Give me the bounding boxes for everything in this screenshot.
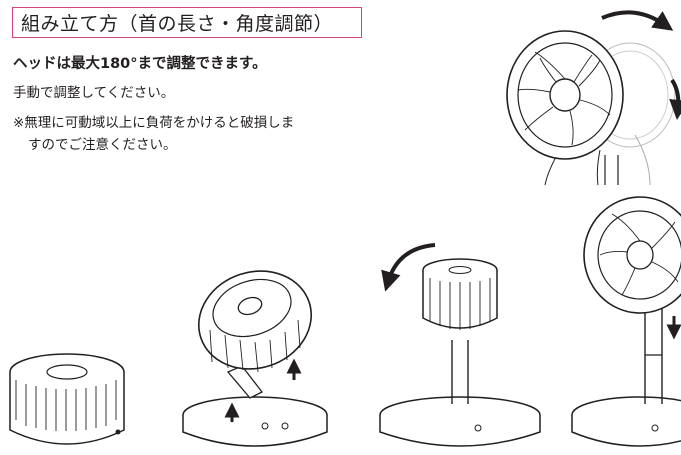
fan-head-rotation-detail-icon bbox=[506, 10, 681, 186]
section-title: 組み立て方（首の長さ・角度調節） bbox=[12, 7, 362, 38]
section-title-text: 組み立て方（首の長さ・角度調節） bbox=[21, 13, 334, 35]
fan-fully-extended-icon bbox=[571, 196, 681, 447]
headline: ヘッドは最大180°まで調整できます。 bbox=[13, 56, 267, 72]
fan-head-tilted-icon bbox=[182, 270, 328, 447]
fan-raised-icon bbox=[379, 243, 541, 447]
fan-folded-icon bbox=[9, 353, 125, 445]
caution-note-line-1: ※無理に可動域以上に負荷をかけると破損しま bbox=[13, 115, 295, 131]
caution-note-line-2: すのでご注意ください。 bbox=[28, 137, 177, 153]
instruction-text: 手動で調整してください。 bbox=[13, 85, 175, 101]
